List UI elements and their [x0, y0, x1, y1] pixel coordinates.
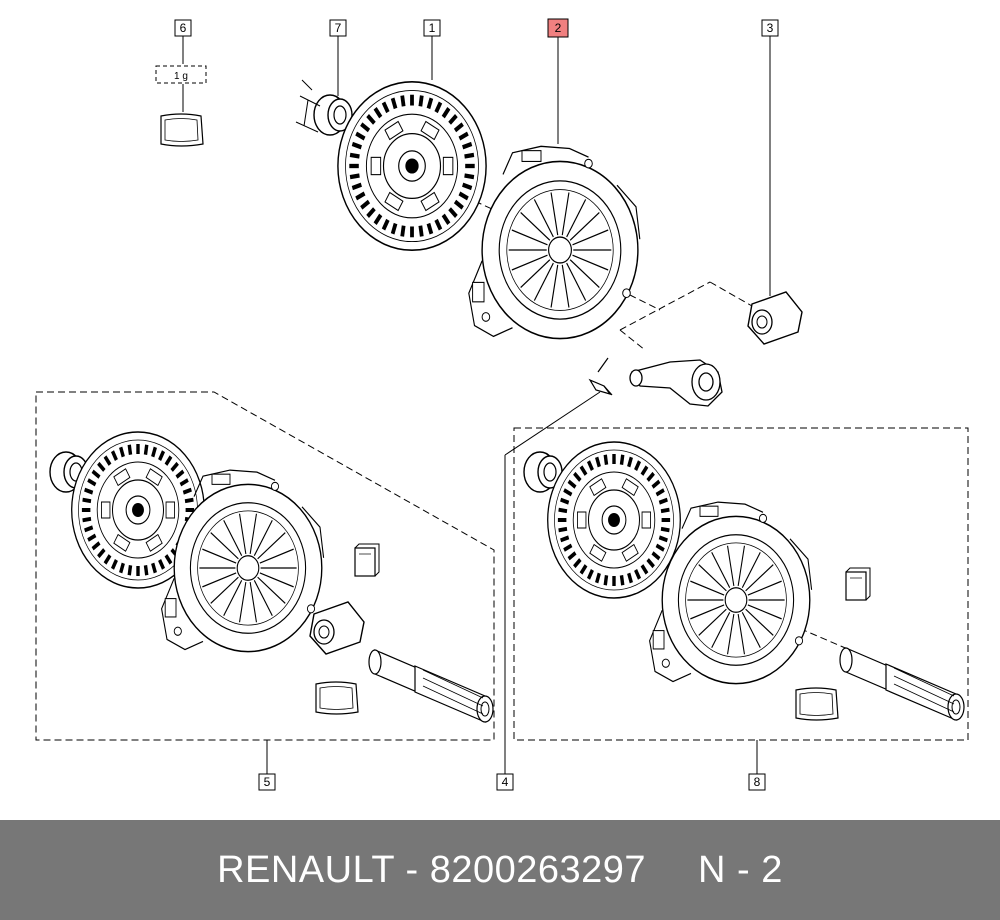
clutch-disc-part [338, 82, 486, 250]
exploded-parts-diagram: 1 g 6 [35, 18, 969, 791]
pressure-plate-part [467, 145, 641, 340]
bolt-part [588, 357, 613, 396]
callout-6[interactable]: 6 [174, 19, 192, 37]
grease-quantity-box [155, 65, 207, 84]
callout-5-label: 5 [264, 775, 271, 789]
callout-8[interactable]: 8 [748, 773, 766, 791]
footer-bar: RENAULT - 8200263297 N - 2 [0, 820, 1000, 920]
callout-3[interactable]: 3 [761, 19, 779, 37]
kit5-alignment-tool [368, 649, 494, 723]
kit8-instruction-doc [845, 567, 871, 601]
grease-quantity-label: 1 g [174, 71, 188, 82]
release-fork-part [629, 359, 723, 407]
callout-7-label: 7 [335, 21, 342, 35]
callout-3-label: 3 [767, 21, 774, 35]
callout-4-label: 4 [502, 775, 509, 789]
dimension-marks [295, 79, 321, 133]
callout-7[interactable]: 7 [329, 19, 347, 37]
kit8-grease-tube [795, 687, 839, 721]
kit8-alignment-tool [839, 647, 965, 721]
grease-tube-icon [160, 113, 204, 147]
callout-4[interactable]: 4 [496, 773, 514, 791]
kit5-grease-tube [315, 681, 359, 715]
callout-8-label: 8 [754, 775, 761, 789]
kit8-clutch-disc [545, 440, 683, 600]
callout-6-label: 6 [180, 21, 187, 35]
brand-part-number: RENAULT - 8200263297 [217, 848, 647, 891]
page-reference: N - 2 [698, 848, 783, 891]
kit5-instruction-doc [354, 543, 380, 577]
callout-2-label: 2 [555, 21, 562, 35]
callout-1[interactable]: 1 [423, 19, 441, 37]
release-bearing-part [747, 291, 803, 345]
callout-5[interactable]: 5 [258, 773, 276, 791]
leader-lines [182, 36, 771, 774]
callout-1-label: 1 [429, 21, 436, 35]
footer-text: RENAULT - 8200263297 N - 2 [217, 849, 783, 892]
kit5-release-bearing [309, 601, 365, 655]
callout-2-highlighted[interactable]: 2 [547, 18, 569, 38]
